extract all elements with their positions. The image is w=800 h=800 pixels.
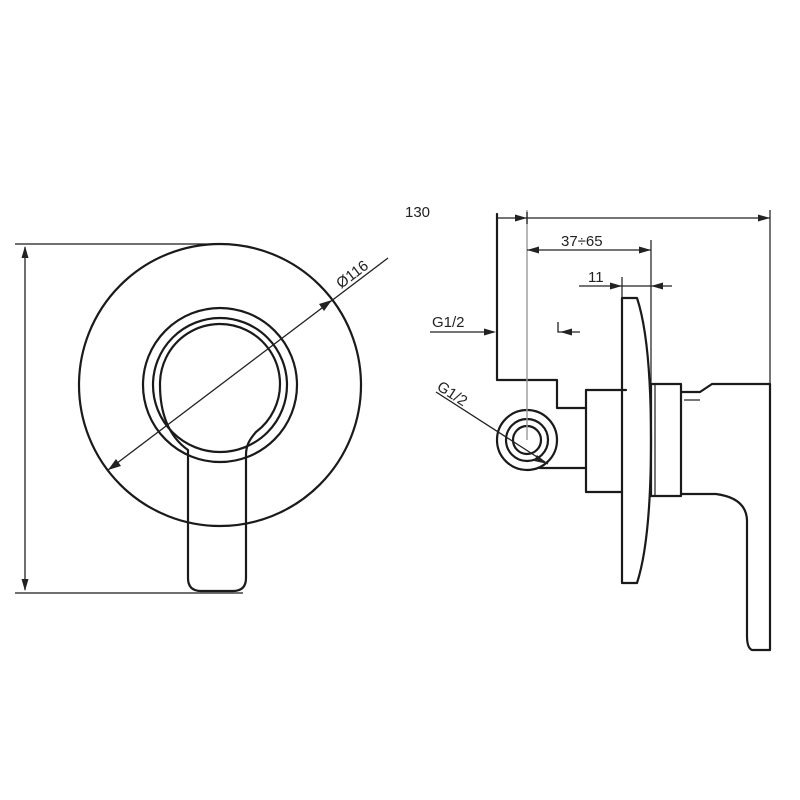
inlet-side-arrow bbox=[534, 455, 548, 464]
overall-arrow-right bbox=[758, 214, 770, 222]
hub-ring-outer bbox=[141, 306, 299, 464]
handle-body bbox=[679, 382, 772, 652]
diameter-dim-line bbox=[107, 257, 389, 471]
offset-arrow-left bbox=[610, 282, 622, 290]
front-view: Ø116 bbox=[15, 242, 389, 594]
height-arrow-bottom bbox=[21, 579, 29, 591]
inlet-top-arrow bbox=[484, 328, 496, 336]
side-view: 130 37÷65 11 G1/2 G1/2 bbox=[405, 204, 772, 652]
offset-arrow-right bbox=[651, 282, 663, 290]
inlet-side-leader bbox=[435, 391, 549, 465]
wall-box-outline bbox=[495, 212, 588, 410]
diameter-label: Ø116 bbox=[333, 257, 372, 292]
collar bbox=[649, 382, 683, 498]
rosette-outer-circle bbox=[77, 242, 363, 528]
valve-body bbox=[584, 388, 624, 494]
step-marker-arrow bbox=[560, 328, 572, 336]
range-label: 37÷65 bbox=[561, 233, 603, 250]
overall-arrow-left bbox=[515, 214, 527, 222]
diameter-arrow-upper bbox=[319, 300, 332, 311]
range-arrow-left bbox=[527, 246, 539, 254]
inlet-top-label: G1/2 bbox=[432, 314, 465, 331]
hub-ring-middle bbox=[151, 316, 289, 454]
lever-handle bbox=[158, 322, 282, 593]
cover-plate bbox=[620, 296, 653, 585]
range-arrow-right bbox=[639, 246, 651, 254]
offset-label: 11 bbox=[588, 269, 604, 286]
diameter-arrow-lower bbox=[108, 459, 121, 470]
inlet-side-label: G1/2 bbox=[434, 378, 471, 410]
overall-depth-label: 130 bbox=[405, 204, 430, 221]
step-marker bbox=[557, 322, 580, 333]
height-arrow-top bbox=[21, 246, 29, 258]
